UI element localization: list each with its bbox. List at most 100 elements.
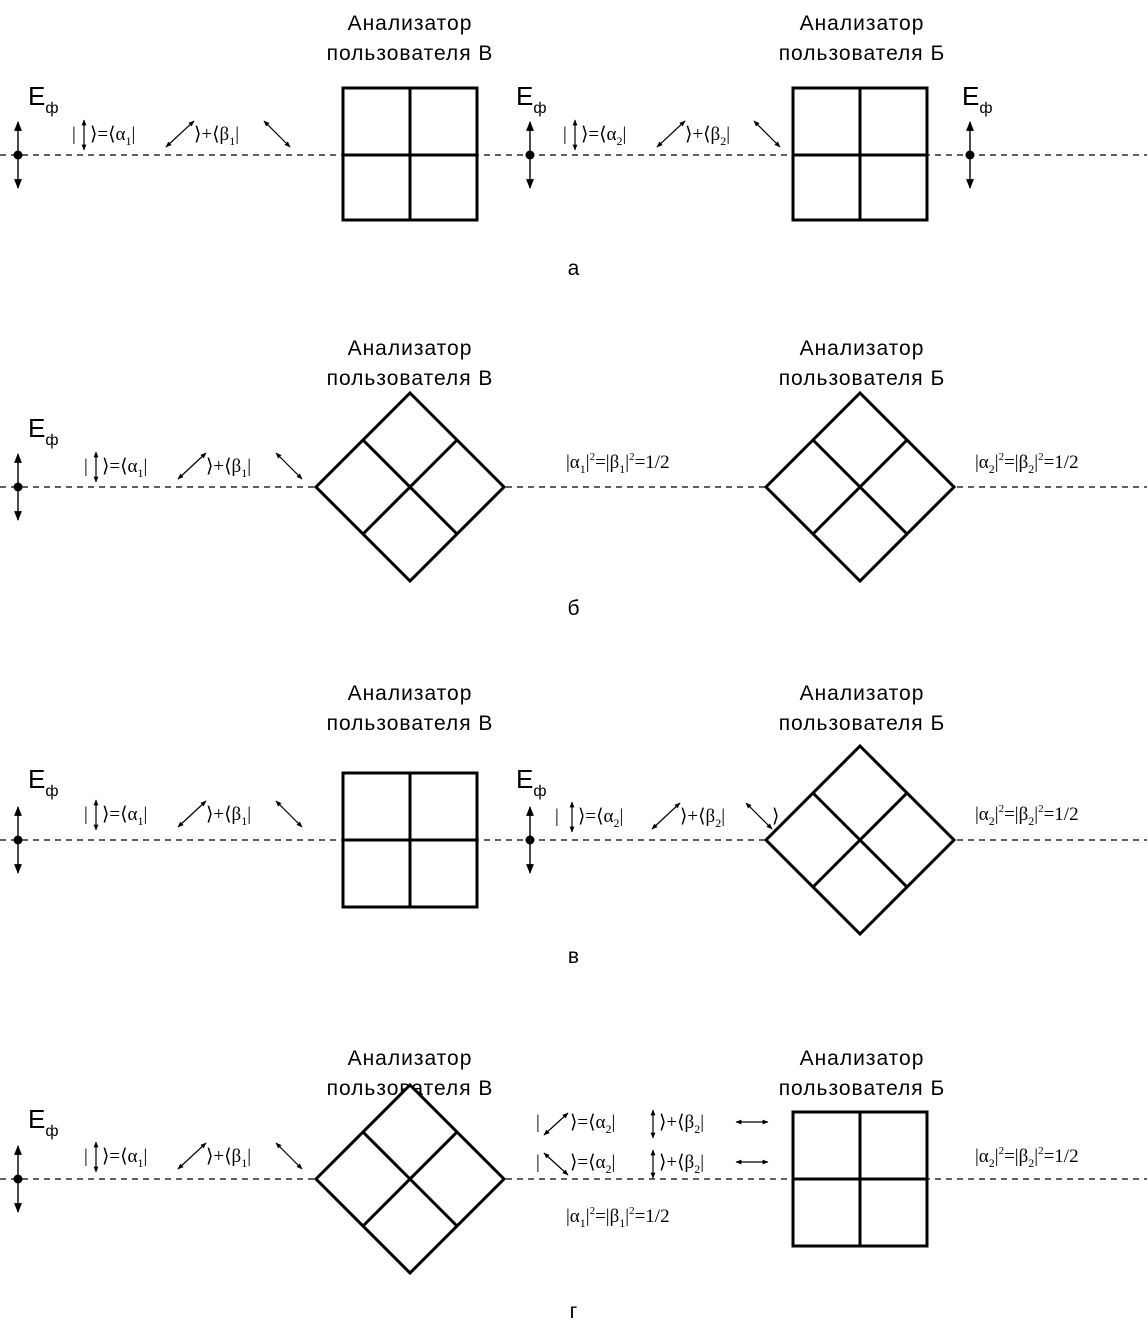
- analyzer-rectilinear: [791, 86, 929, 222]
- diagonal-up-arrow-icon: [177, 800, 207, 828]
- svg-text:⟩+⟨β2|: ⟩+⟨β2|: [659, 1152, 704, 1176]
- diagonal-up-arrow-icon: [543, 1112, 569, 1136]
- analyzer-right-title: Анализатор: [800, 337, 925, 360]
- analyzer-diagonal: [763, 743, 957, 937]
- svg-text:⟩=⟨α2|: ⟩=⟨α2|: [578, 806, 623, 830]
- field-label-e: Eф: [28, 764, 59, 800]
- state-formula: | ⟩=⟨α2| ⟩+⟨β2|: [536, 1149, 769, 1179]
- panel-v: Анализатор пользователя В Анализатор пол…: [0, 682, 1147, 968]
- svg-text:|α1|2=|β1|2=1/2: |α1|2=|β1|2=1/2: [566, 1205, 670, 1230]
- probability-formula: |α1|2=|β1|2=1/2: [566, 1205, 670, 1230]
- vertical-polarization-icon: [965, 121, 975, 189]
- vertical-polarization-icon: [13, 1145, 23, 1213]
- svg-text:|: |: [555, 806, 559, 827]
- vertical-polarization-icon: [13, 806, 23, 874]
- diagonal-down-arrow-icon: [275, 452, 303, 480]
- diagonal-down-arrow-icon: [753, 120, 781, 148]
- svg-text:|: |: [84, 804, 88, 825]
- svg-text:⟩=⟨α1|: ⟩=⟨α1|: [102, 456, 147, 480]
- svg-text:|α2|2=|β2|2=1/2: |α2|2=|β2|2=1/2: [975, 1145, 1079, 1170]
- field-label-e: Eф: [28, 413, 59, 449]
- svg-text:⟩=⟨α1|: ⟩=⟨α1|: [90, 124, 135, 148]
- panel-letter: г: [570, 1300, 579, 1323]
- probability-formula: |α2|2=|β2|2=1/2: [975, 803, 1079, 828]
- svg-text:|α2|2=|β2|2=1/2: |α2|2=|β2|2=1/2: [975, 803, 1079, 828]
- svg-text:|: |: [536, 1112, 540, 1133]
- field-label-e: Eф: [962, 81, 993, 117]
- analyzer-left-subtitle: пользователя В: [327, 712, 494, 735]
- vertical-polarization-icon: [13, 453, 23, 521]
- svg-text:⟩=⟨α1|: ⟩=⟨α1|: [102, 1146, 147, 1170]
- analyzer-left-subtitle: пользователя В: [327, 367, 494, 390]
- analyzer-rectilinear: [341, 86, 479, 222]
- analyzer-right-subtitle: пользователя Б: [779, 42, 946, 65]
- vertical-polarization-icon: [13, 121, 23, 189]
- analyzer-diagonal: [763, 390, 957, 584]
- diagonal-up-arrow-icon: [177, 1142, 207, 1170]
- panel-letter: в: [568, 945, 580, 968]
- state-formula: | ⟩=⟨α1| ⟩+⟨β1|: [72, 119, 291, 151]
- svg-text:|: |: [563, 124, 567, 145]
- probability-formula: |α2|2=|β2|2=1/2: [975, 451, 1079, 476]
- analyzer-rectilinear: [791, 1110, 929, 1248]
- svg-text:⟩+⟨β2|: ⟩+⟨β2|: [680, 806, 725, 830]
- diagonal-up-arrow-icon: [656, 120, 686, 148]
- svg-text:⟩+⟨β1|: ⟩+⟨β1|: [206, 804, 251, 828]
- panel-letter: б: [567, 597, 580, 620]
- analyzer-left-subtitle: пользователя В: [327, 42, 494, 65]
- svg-text:⟩+⟨β1|: ⟩+⟨β1|: [206, 1146, 251, 1170]
- diagonal-down-arrow-icon: [275, 1142, 303, 1170]
- diagonal-up-arrow-icon: [165, 120, 195, 148]
- analyzer-left-title: Анализатор: [348, 682, 473, 705]
- svg-text:|: |: [536, 1152, 540, 1173]
- state-formula: | ⟩=⟨α2| ⟩+⟨β2| ⟩: [555, 801, 779, 833]
- state-formula: | ⟩=⟨α2| ⟩+⟨β2|: [536, 1109, 769, 1139]
- vertical-polarization-icon: [525, 121, 535, 189]
- svg-text:|α1|2=|β1|2=1/2: |α1|2=|β1|2=1/2: [566, 451, 670, 476]
- svg-text:⟩+⟨β2|: ⟩+⟨β2|: [659, 1112, 704, 1136]
- svg-text:⟩=⟨α2|: ⟩=⟨α2|: [570, 1112, 615, 1136]
- diagonal-down-arrow-icon: [263, 120, 291, 148]
- svg-text:⟩=⟨α2|: ⟩=⟨α2|: [581, 124, 626, 148]
- diagonal-down-arrow-icon: [745, 802, 773, 830]
- analyzer-rectilinear: [341, 771, 479, 909]
- panel-a: Анализатор пользователя В Анализатор пол…: [0, 12, 1147, 280]
- diagonal-up-arrow-icon: [651, 802, 681, 830]
- svg-text:|α2|2=|β2|2=1/2: |α2|2=|β2|2=1/2: [975, 451, 1079, 476]
- svg-text:⟩+⟨β1|: ⟩+⟨β1|: [206, 456, 251, 480]
- svg-text:|: |: [84, 456, 88, 477]
- state-formula: | ⟩=⟨α1| ⟩+⟨β1|: [84, 1141, 303, 1173]
- panel-letter: а: [568, 257, 581, 280]
- state-formula: | ⟩=⟨α2| ⟩+⟨β2|: [563, 119, 781, 151]
- field-label-e: Eф: [516, 764, 547, 800]
- diagonal-down-arrow-icon: [543, 1152, 569, 1176]
- analyzer-right-title: Анализатор: [800, 12, 925, 35]
- probability-formula: |α2|2=|β2|2=1/2: [975, 1145, 1079, 1170]
- svg-text:|: |: [72, 124, 76, 145]
- analyzer-right-title: Анализатор: [800, 682, 925, 705]
- panel-g: Анализатор пользователя В Анализатор пол…: [0, 1047, 1147, 1323]
- analyzer-left-title: Анализатор: [348, 12, 473, 35]
- field-label-e: Eф: [28, 81, 59, 117]
- field-label-e: Eф: [516, 81, 547, 117]
- svg-text:⟩+⟨β2|: ⟩+⟨β2|: [685, 124, 730, 148]
- analyzer-left-title: Анализатор: [348, 337, 473, 360]
- diagonal-up-arrow-icon: [177, 452, 207, 480]
- analyzer-diagonal: [313, 1082, 507, 1276]
- analyzer-right-title: Анализатор: [800, 1047, 925, 1070]
- svg-text:⟩=⟨α1|: ⟩=⟨α1|: [102, 804, 147, 828]
- vertical-polarization-icon: [525, 806, 535, 874]
- analyzer-right-subtitle: пользователя Б: [779, 367, 946, 390]
- panel-b: Анализатор пользователя В Анализатор пол…: [0, 337, 1147, 620]
- probability-formula: |α1|2=|β1|2=1/2: [566, 451, 670, 476]
- state-formula: | ⟩=⟨α1| ⟩+⟨β1|: [84, 799, 303, 831]
- diagonal-down-arrow-icon: [275, 800, 303, 828]
- svg-text:⟩+⟨β1|: ⟩+⟨β1|: [194, 124, 239, 148]
- analyzer-right-subtitle: пользователя Б: [779, 1077, 946, 1100]
- svg-text:|: |: [84, 1146, 88, 1167]
- state-formula: | ⟩=⟨α1| ⟩+⟨β1|: [84, 451, 303, 483]
- analyzer-diagonal: [313, 390, 507, 584]
- analyzer-right-subtitle: пользователя Б: [779, 712, 946, 735]
- field-label-e: Eф: [28, 1104, 59, 1140]
